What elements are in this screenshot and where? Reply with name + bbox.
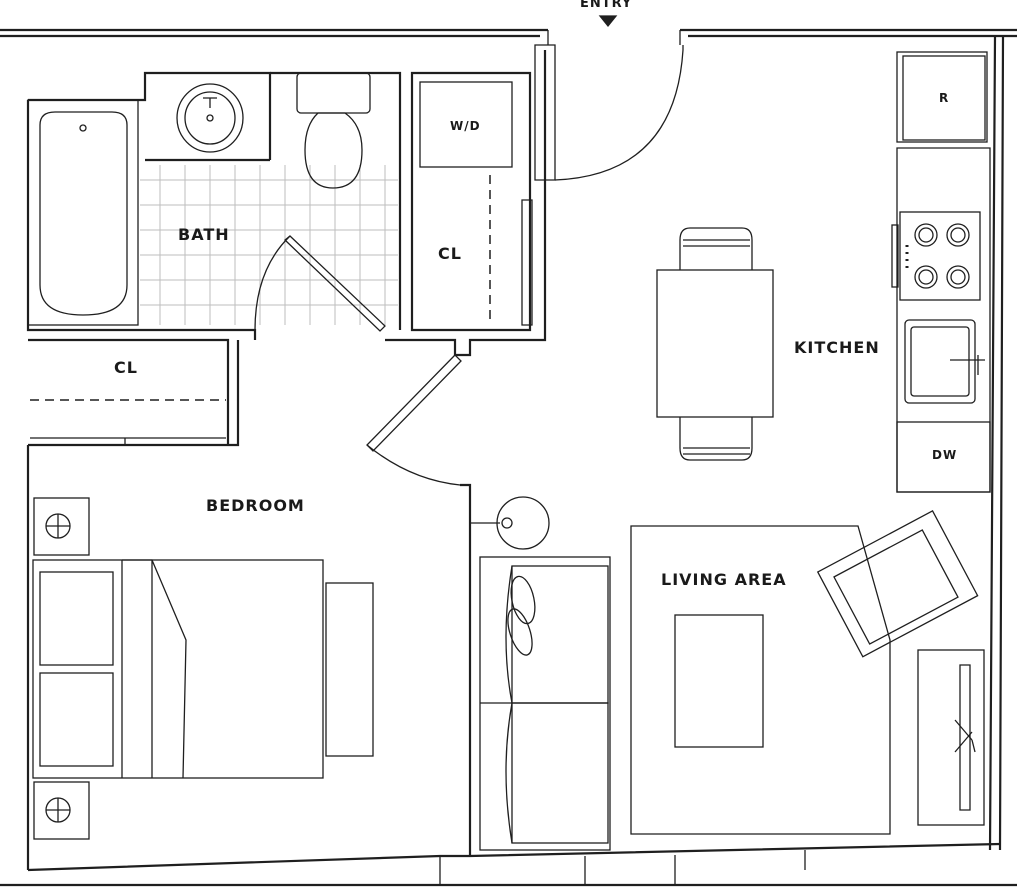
bath-label: BATH	[178, 225, 230, 244]
wd-closet	[385, 30, 681, 357]
kitchen	[656, 51, 991, 493]
washer-dryer-label: W/D	[450, 119, 481, 133]
dishwasher-label: DW	[932, 448, 958, 462]
living-area-label: LIVING AREA	[661, 570, 787, 589]
bedroom	[26, 445, 472, 870]
bedroom-closet	[28, 338, 240, 447]
kitchen-label: KITCHEN	[794, 338, 880, 357]
wd-closet-label: CL	[438, 244, 462, 263]
refrigerator-label: R	[939, 91, 950, 105]
bath	[26, 71, 402, 340]
living-area	[469, 496, 985, 851]
entry-door	[554, 15, 684, 181]
bath-tile-grid	[140, 165, 398, 325]
hall-door	[366, 354, 462, 486]
entry-label: ENTRY	[580, 0, 633, 11]
bedroom-closet-label: CL	[114, 358, 138, 377]
exterior-walls	[0, 28, 1017, 887]
bedroom-label: BEDROOM	[206, 496, 305, 515]
